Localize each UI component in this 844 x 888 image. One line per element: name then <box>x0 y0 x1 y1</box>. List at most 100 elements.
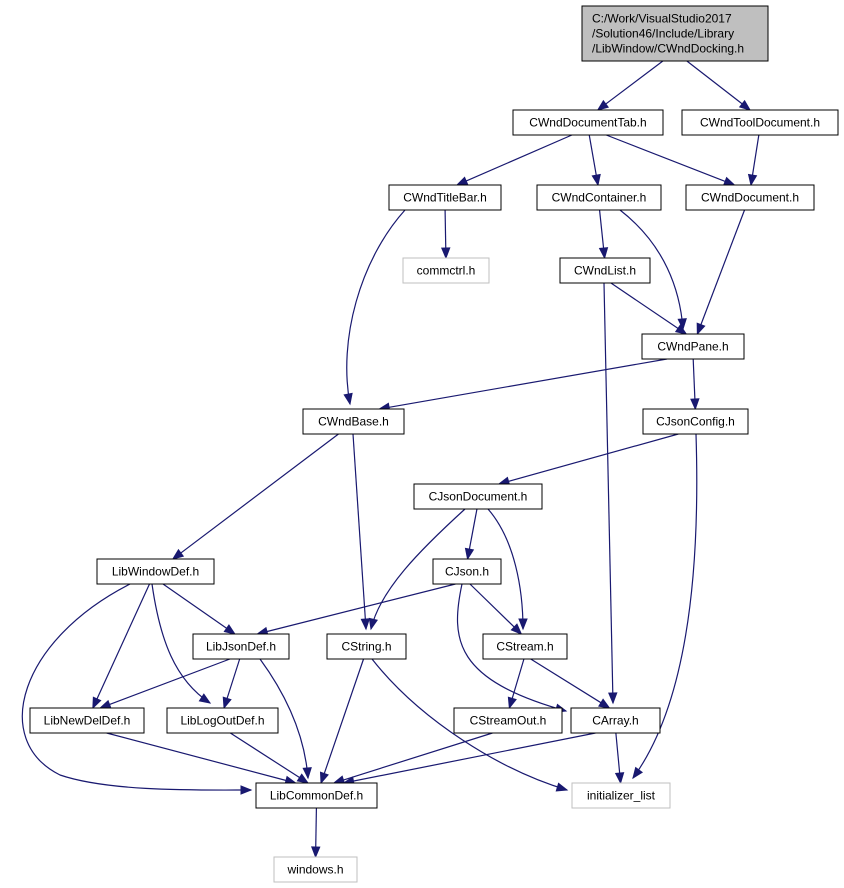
node-box <box>571 782 671 809</box>
node-CWndBase[interactable]: CWndBase.h <box>302 408 405 435</box>
node-layer: C:/Work/VisualStudio2017/Solution46/Incl… <box>29 5 839 883</box>
node-CStreamOut[interactable]: CStreamOut.h <box>453 707 563 734</box>
arrowhead-CWndContainer-to-CWndPane <box>677 318 687 331</box>
node-label: CWndBase.h <box>318 415 389 429</box>
node-label: CWndDocumentTab.h <box>529 116 646 130</box>
arrowhead-CWndBase-to-CString <box>360 618 371 631</box>
node-box <box>512 109 664 136</box>
edge-CWndBase-to-CString <box>352 433 367 630</box>
edge-CArray-to-LibCommonDef <box>345 732 596 784</box>
edge-CWndDocument-to-CWndPane <box>697 209 746 333</box>
edge-LibJsonDef-to-LibNewDelDef <box>101 658 231 708</box>
node-initializer_list: initializer_list <box>571 782 671 809</box>
node-label: LibNewDelDef.h <box>44 714 131 728</box>
node-CWndPane[interactable]: CWndPane.h <box>641 333 745 360</box>
node-CWndContainer[interactable]: CWndContainer.h <box>536 184 662 211</box>
node-label: CWndContainer.h <box>552 191 647 205</box>
node-label: LibCommonDef.h <box>270 789 363 803</box>
node-box <box>273 856 358 883</box>
node-LibCommonDef[interactable]: LibCommonDef.h <box>255 782 378 809</box>
arrowhead-LibWindowDef-to-LibNewDelDef <box>92 696 102 710</box>
arrowhead-CJsonDocument-to-CString <box>368 617 378 631</box>
node-box <box>581 5 769 62</box>
node-label: CJson.h <box>445 565 489 579</box>
arrowhead-CWndToolDocument-to-CWndDocument <box>747 173 758 187</box>
node-box <box>96 558 215 585</box>
arrowhead-CStream-to-CArray <box>598 698 611 709</box>
arrowhead-CWndDocument-to-CWndPane <box>696 322 706 336</box>
arrowhead-CWndList-to-CArray <box>608 692 618 705</box>
edge-root-to-CWndToolDocument <box>686 60 749 110</box>
node-CJson[interactable]: CJson.h <box>432 558 502 585</box>
node-LibWindowDef[interactable]: LibWindowDef.h <box>96 558 215 585</box>
node-box <box>453 707 563 734</box>
node-CWndDocument[interactable]: CWndDocument.h <box>685 184 815 211</box>
node-label: CWndDocument.h <box>701 191 799 205</box>
arrowhead-CWndList-to-CWndPane <box>674 324 688 335</box>
arrowhead-CJsonDocument-to-CStream <box>518 618 528 631</box>
edge-CStream-to-CArray <box>530 658 609 708</box>
node-box <box>302 408 405 435</box>
node-box <box>570 707 661 734</box>
node-CString[interactable]: CString.h <box>326 633 407 660</box>
arrowhead-CJsonConfig-to-initializer_list <box>632 766 644 780</box>
node-label: CWndList.h <box>574 264 636 278</box>
arrowhead-CJsonDocument-to-CJson <box>464 547 475 561</box>
arrowhead-root-to-CWndToolDocument <box>738 99 752 111</box>
node-CJsonConfig[interactable]: CJsonConfig.h <box>642 408 749 435</box>
node-box <box>413 483 543 510</box>
node-CWndTitleBar[interactable]: CWndTitleBar.h <box>388 184 502 211</box>
arrowhead-CJson-to-CStream <box>510 623 523 635</box>
arrowhead-CWndDocumentTab-to-CWndContainer <box>591 173 601 187</box>
node-LibNewDelDef[interactable]: LibNewDelDef.h <box>29 707 145 734</box>
node-label: LibJsonDef.h <box>206 640 276 654</box>
node-label: CStream.h <box>496 640 553 654</box>
node-box <box>642 408 749 435</box>
edge-CWndDocumentTab-to-CWndTitleBar <box>458 134 573 185</box>
arrowhead-CStream-to-CStreamOut <box>507 696 517 710</box>
node-label: LibLogOutDef.h <box>180 714 264 728</box>
node-label: CWndPane.h <box>657 340 728 354</box>
arrowhead-CWndDocumentTab-to-CWndDocument <box>722 176 736 186</box>
edge-CWndTitleBar-to-CWndBase <box>346 209 406 405</box>
edge-CString-to-initializer_list <box>371 658 568 791</box>
edge-LibWindowDef-to-LibLogOutDef <box>151 583 211 704</box>
node-box <box>166 707 279 734</box>
arrowhead-LibLogOutDef-to-LibCommonDef <box>296 773 310 784</box>
node-LibLogOutDef[interactable]: LibLogOutDef.h <box>166 707 279 734</box>
node-label: CStreamOut.h <box>470 714 547 728</box>
edge-LibWindowDef-to-LibJsonDef <box>162 583 234 634</box>
arrowhead-LibWindowDef-to-LibCommonDef <box>240 785 253 795</box>
arrowhead-LibWindowDef-to-LibJsonDef <box>223 624 236 635</box>
arrowhead-LibWindowDef-to-LibLogOutDef <box>198 693 212 704</box>
node-box <box>432 558 502 585</box>
arrowhead-LibJsonDef-to-LibCommonDef <box>302 767 312 780</box>
edge-LibWindowDef-to-LibNewDelDef <box>93 583 151 707</box>
node-box <box>255 782 378 809</box>
node-CStream[interactable]: CStream.h <box>482 633 568 660</box>
node-label: windows.h <box>286 863 343 877</box>
node-label: CWndTitleBar.h <box>403 191 487 205</box>
node-CJsonDocument[interactable]: CJsonDocument.h <box>413 483 543 510</box>
node-CWndDocumentTab[interactable]: CWndDocumentTab.h <box>512 109 664 136</box>
edge-CJsonConfig-to-initializer_list <box>632 433 698 779</box>
arrowhead-CWndBase-to-LibWindowDef <box>171 548 185 560</box>
node-CArray[interactable]: CArray.h <box>570 707 661 734</box>
arrowhead-CWndDocumentTab-to-CWndTitleBar <box>455 176 469 186</box>
node-LibJsonDef[interactable]: LibJsonDef.h <box>192 633 290 660</box>
edge-LibNewDelDef-to-LibCommonDef <box>106 732 294 784</box>
arrowhead-CWndContainer-to-CWndList <box>598 247 609 260</box>
node-commctrl: commctrl.h <box>402 257 490 284</box>
node-CWndToolDocument[interactable]: CWndToolDocument.h <box>681 109 839 136</box>
edge-CJsonConfig-to-CJsonDocument <box>500 433 679 485</box>
arrowhead-CString-to-LibCommonDef <box>319 771 329 785</box>
node-box <box>482 633 568 660</box>
node-CWndList[interactable]: CWndList.h <box>559 257 651 284</box>
node-label: CJsonConfig.h <box>656 415 735 429</box>
node-label: initializer_list <box>587 789 656 803</box>
edge-CJson-to-CArray <box>456 583 567 712</box>
edge-CJsonDocument-to-CString <box>370 508 466 630</box>
arrowhead-CWndPane-to-CJsonConfig <box>690 398 700 411</box>
edge-LibLogOutDef-to-LibCommonDef <box>230 732 307 783</box>
